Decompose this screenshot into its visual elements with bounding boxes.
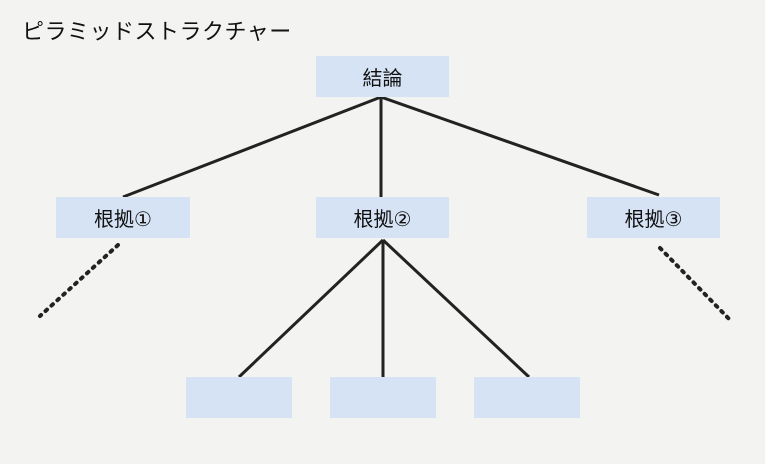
dotted-continuation-right [658,246,734,324]
sub-point-3-box [474,377,580,418]
edge-reason2-sub3 [381,238,531,379]
conclusion-box: 結論 [316,56,449,97]
reason-3-box: 根拠③ [587,197,720,238]
diagram-title: ピラミッドストラクチャー [22,20,292,45]
reason-1-label: 根拠① [94,207,152,231]
dotted-continuation-left [38,243,120,318]
reason-1-box: 根拠① [56,197,190,238]
reason-3-label: 根拠③ [624,207,683,231]
reason-2-box: 根拠② [316,197,449,238]
edge-conclusion-reason3 [380,95,660,197]
edge-conclusion-reason1 [122,95,382,199]
conclusion-label: 結論 [362,66,403,90]
reason-2-label: 根拠② [353,207,412,231]
sub-point-1-box [186,377,292,418]
sub-point-2-box [330,377,436,418]
edge-reason2-sub1 [237,238,385,379]
